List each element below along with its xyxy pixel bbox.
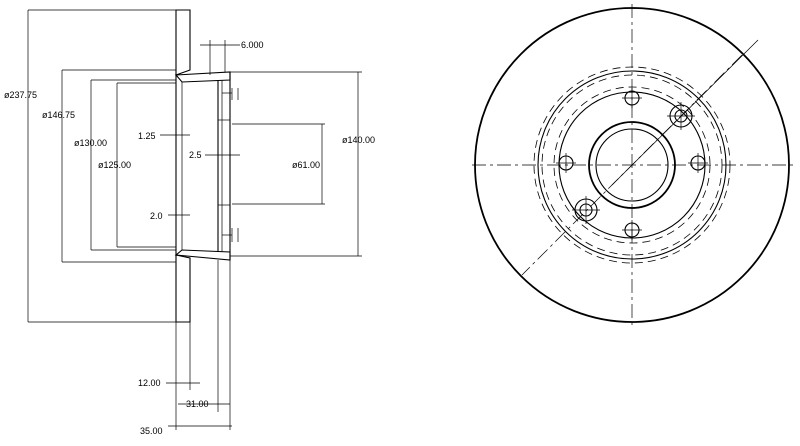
dim-height-31: 31.00: [186, 399, 209, 409]
dim-bore-125: ø125.00: [98, 160, 131, 170]
dim-pcd: ø140.00: [342, 135, 375, 145]
dim-1-25: 1.25: [138, 131, 156, 141]
dim-2-5: 2.5: [189, 150, 202, 160]
front-view: [472, 4, 794, 328]
dim-bore-130: ø130.00: [74, 138, 107, 148]
dim-thickness: 12.00: [138, 378, 161, 388]
dim-outer-diameter: ø237.75: [4, 90, 37, 100]
dim-height-35: 35.00: [140, 426, 163, 436]
disc-ring-lower: [175, 254, 191, 323]
section-view: ø237.75 ø146.75 ø130.00 ø125.00 ø140.00 …: [4, 9, 375, 436]
dim-width-6: 6.000: [241, 40, 264, 50]
dim-center-hole: ø61.00: [292, 160, 320, 170]
dim-2-0: 2.0: [150, 211, 163, 221]
disc-ring-upper: [175, 9, 191, 76]
dim-hat-outer-diameter: ø146.75: [42, 110, 75, 120]
